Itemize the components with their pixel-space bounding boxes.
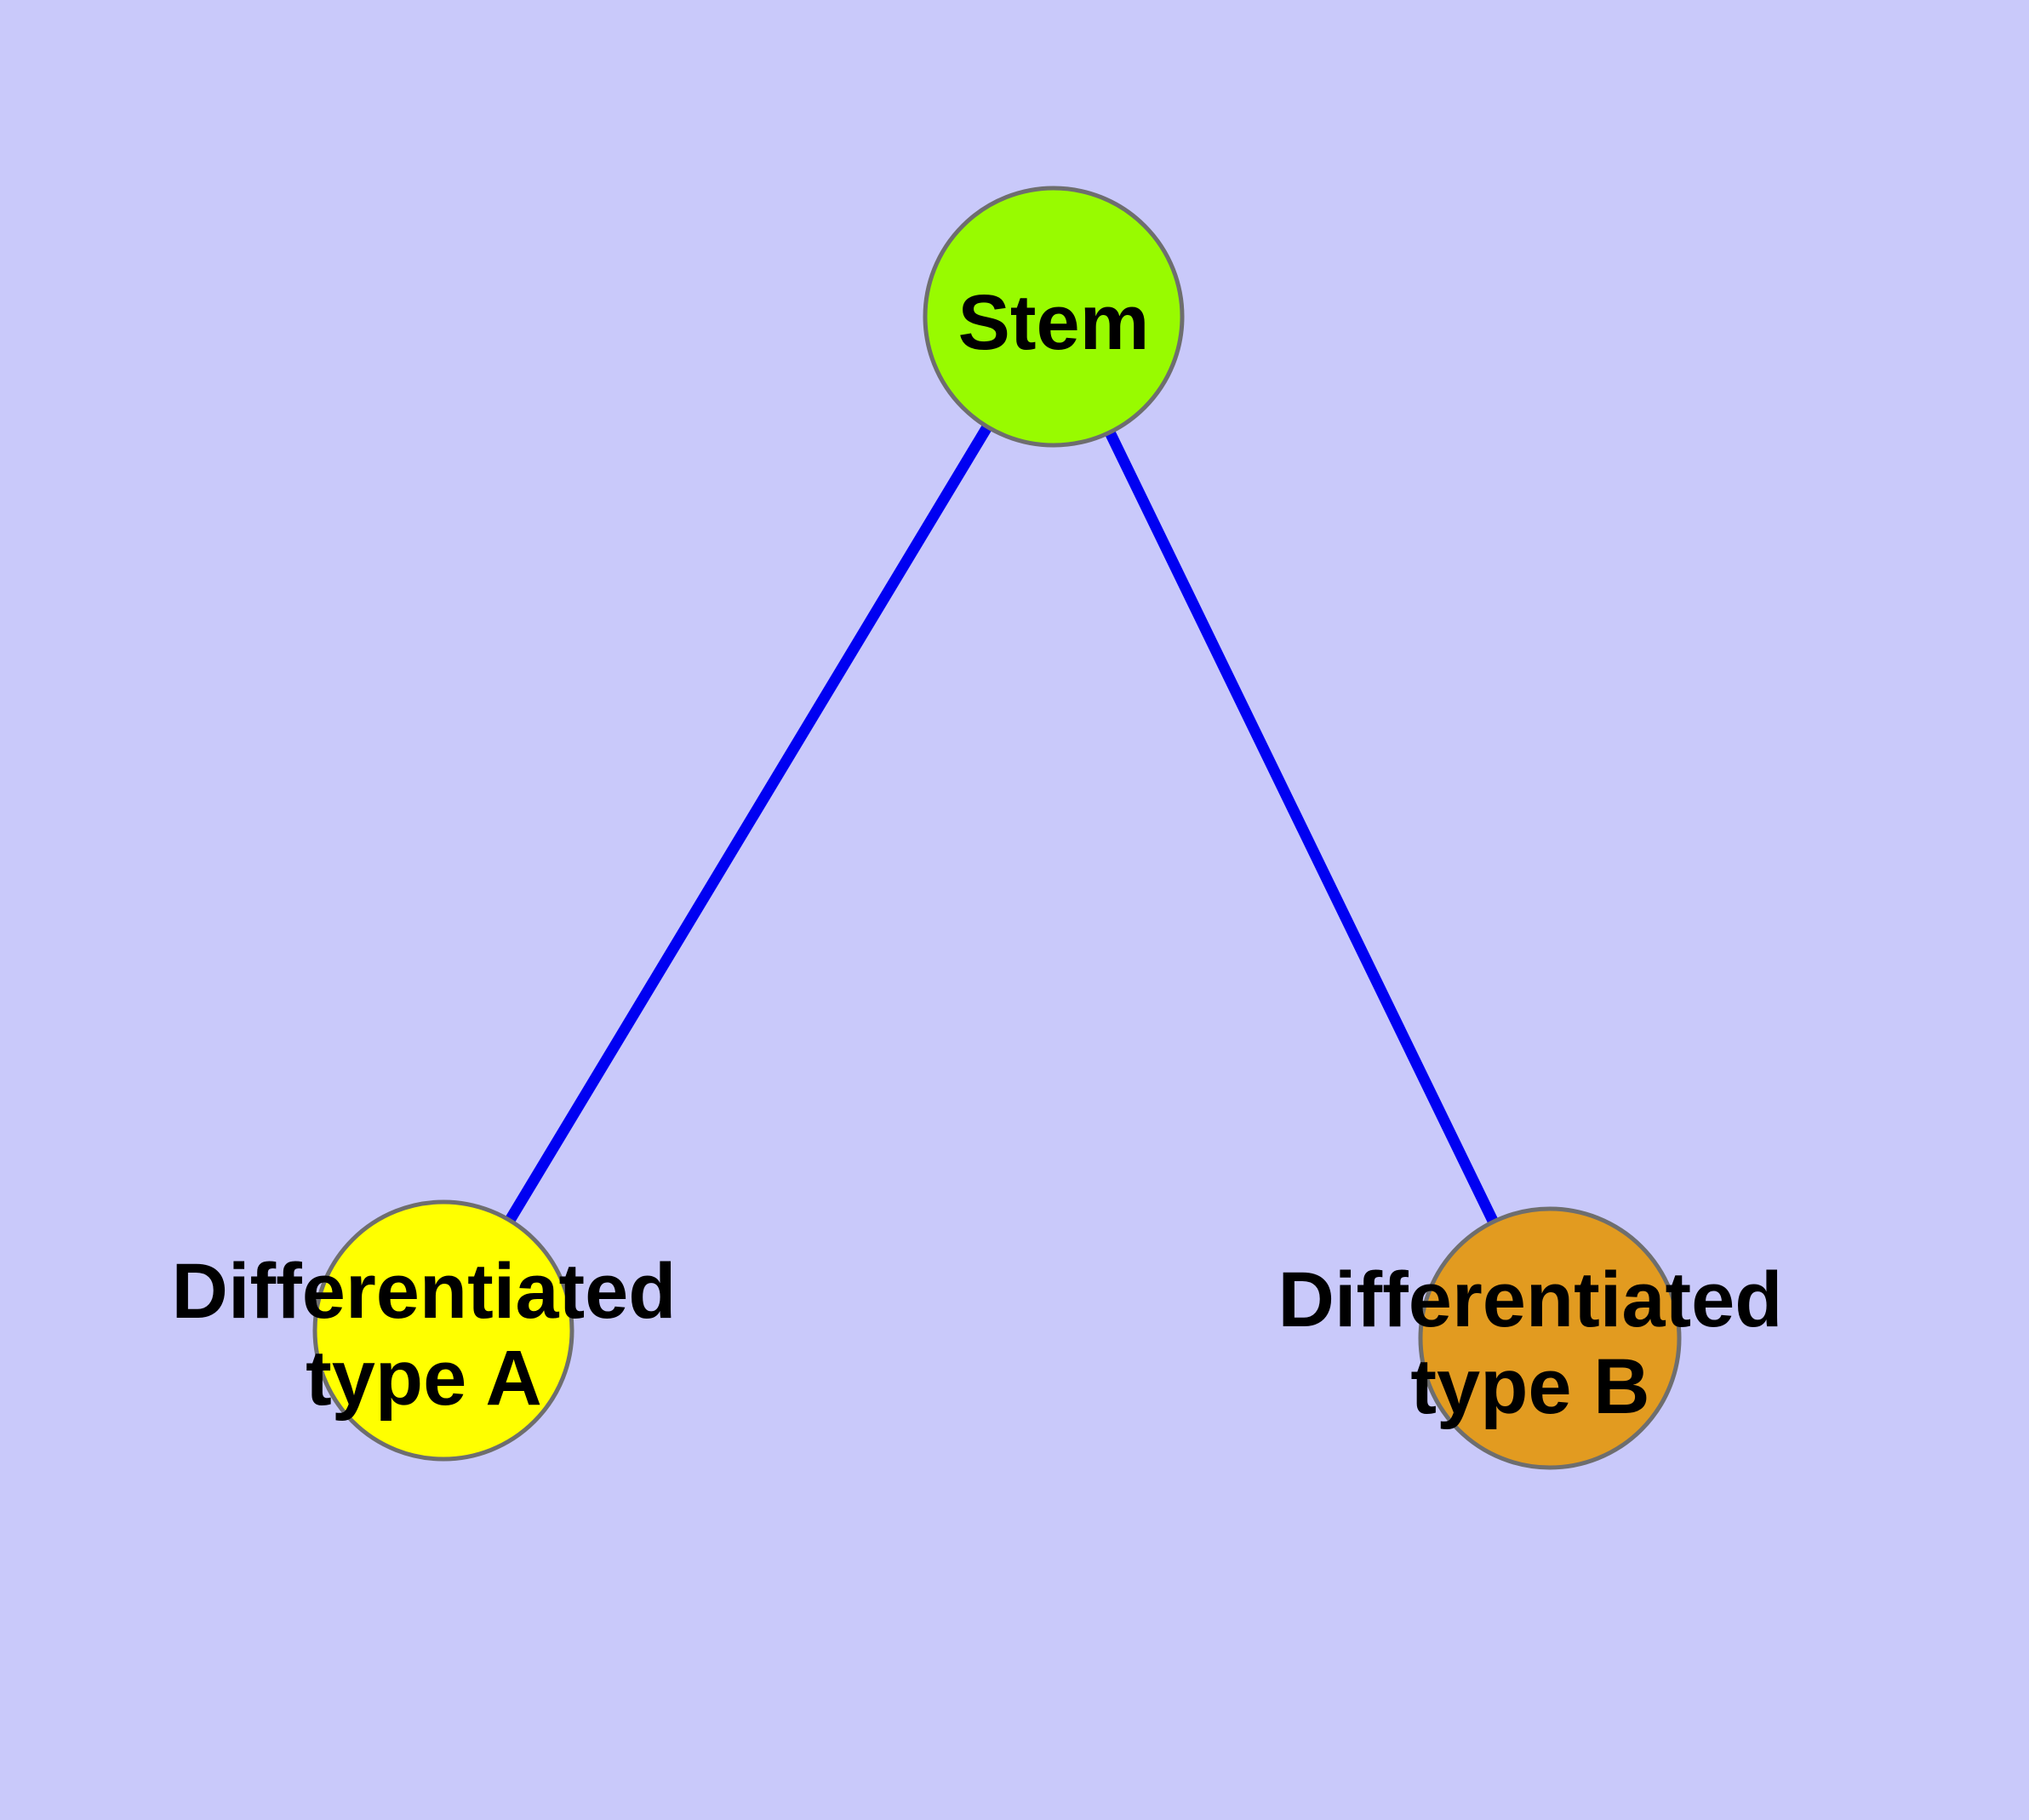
edge-stem-to-type-a bbox=[438, 313, 1059, 1334]
node-stem: Stem bbox=[923, 186, 1185, 448]
node-circle-type-b bbox=[1418, 1206, 1682, 1470]
node-differentiated-type-a: Differentiated type A bbox=[172, 1199, 677, 1462]
node-label-type-a-line1: Differentiated bbox=[172, 1248, 677, 1335]
node-differentiated-type-b: Differentiated type B bbox=[1278, 1206, 1783, 1470]
node-label-stem: Stem bbox=[958, 279, 1150, 366]
node-label-type-a-line2: type A bbox=[306, 1335, 542, 1422]
edge-group bbox=[438, 313, 1555, 1341]
node-label-type-b-line1: Differentiated bbox=[1278, 1256, 1783, 1343]
node-circle-stem bbox=[923, 186, 1185, 448]
edge-stem-to-type-b bbox=[1049, 314, 1555, 1341]
node-circle-type-a bbox=[312, 1199, 574, 1462]
node-label-type-b-line2: type B bbox=[1410, 1343, 1649, 1430]
